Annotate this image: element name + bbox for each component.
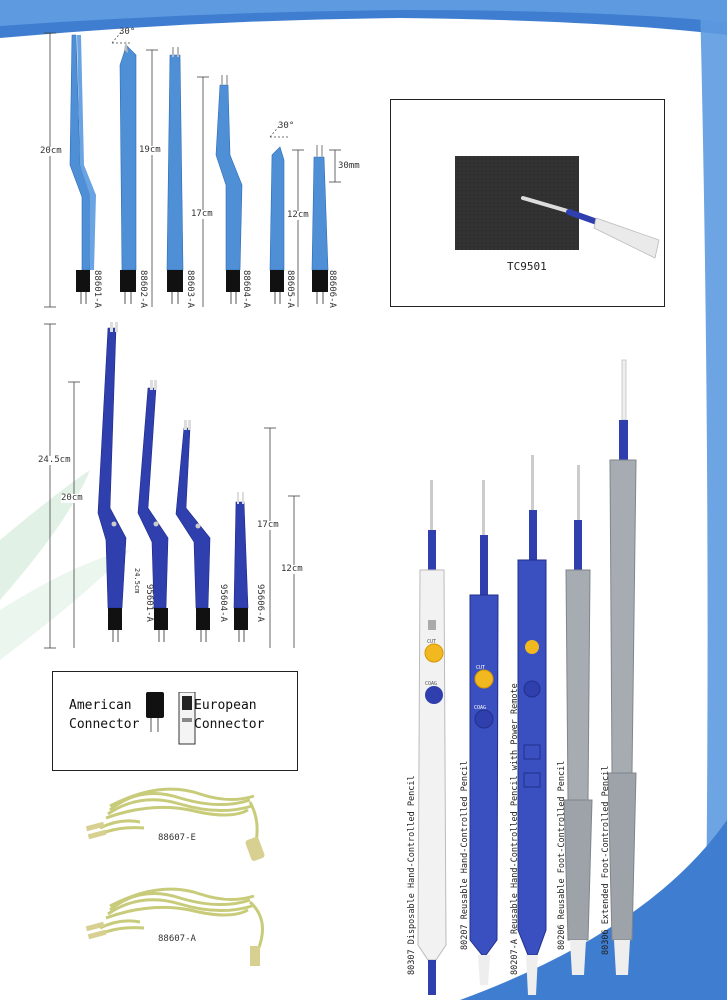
pencil-caption-80207: 80207 Reusable Hand-Controlled Pencil (460, 760, 470, 950)
angle-label-2: 30° (278, 121, 295, 131)
dim-20cm-bottom: 20cm (61, 493, 83, 503)
model-88602-A: 88602-A (138, 270, 148, 308)
pencil1-cut-label: CUT (427, 639, 437, 645)
small-24-5cm-label: 24.5cm (133, 568, 141, 594)
connector-box: American Connector European Connector (52, 671, 298, 771)
cable-label-88607-A: 88607-A (158, 934, 196, 944)
model-95604-A: 95604-A (218, 584, 228, 622)
dim-17cm-top: 17cm (191, 209, 213, 219)
model-88604-A: 88604-A (241, 270, 251, 308)
american-label-1: American (69, 698, 132, 713)
cable-88607-E-image (85, 787, 265, 861)
model-88605-A: 88605-A (285, 270, 295, 308)
pad-box: TC9501 (390, 99, 665, 307)
dim-17cm-bottom: 17cm (257, 520, 279, 530)
pencil-caption-80207-A: 80207-A Reusable Hand-Controlled Pencil … (510, 683, 520, 975)
cable-label-88607-E: 88607-E (158, 833, 196, 843)
model-95601-A: 95601-A (144, 584, 154, 622)
pencil1-coag-label: COAG (425, 681, 438, 687)
european-label-1: European (194, 698, 257, 713)
forceps-bottom-illustration (44, 322, 300, 649)
european-connector-icon (178, 692, 196, 745)
model-88601-A: 88601-A (92, 270, 102, 308)
model-88603-A: 88603-A (185, 270, 195, 308)
dim-12cm-bottom: 12cm (281, 564, 303, 574)
pencil-caption-80307: 80307 Disposable Hand-Controlled Pencil (407, 775, 417, 975)
model-88606-A: 88606-A (327, 270, 337, 308)
pencils-illustration (417, 359, 637, 995)
forceps-top-illustration (44, 30, 341, 308)
pad-image (455, 156, 660, 259)
pad-label: TC9501 (507, 260, 547, 273)
pencil-caption-80306: 80306 Extended Foot-Controlled Pencil (601, 765, 611, 955)
european-label-2: Connector (194, 717, 265, 732)
pencil2-cut-label: CUT (476, 665, 486, 671)
cable-88607-A-image (85, 887, 264, 966)
dim-12cm-top: 12cm (287, 210, 309, 220)
pencil2-coag-label: COAG (474, 705, 487, 711)
dim-30mm: 30mm (338, 161, 360, 171)
angle-label-1: 30° (119, 27, 136, 37)
model-95606-A: 95606-A (255, 584, 265, 622)
american-label-2: Connector (69, 717, 140, 732)
dim-20cm-top: 20cm (40, 146, 62, 156)
american-connector-icon (146, 692, 164, 732)
pencil-caption-80206: 80206 Reusable Foot-Controlled Pencil (557, 760, 567, 950)
dim-19cm: 19cm (139, 145, 161, 155)
dim-24-5cm: 24.5cm (38, 455, 71, 465)
